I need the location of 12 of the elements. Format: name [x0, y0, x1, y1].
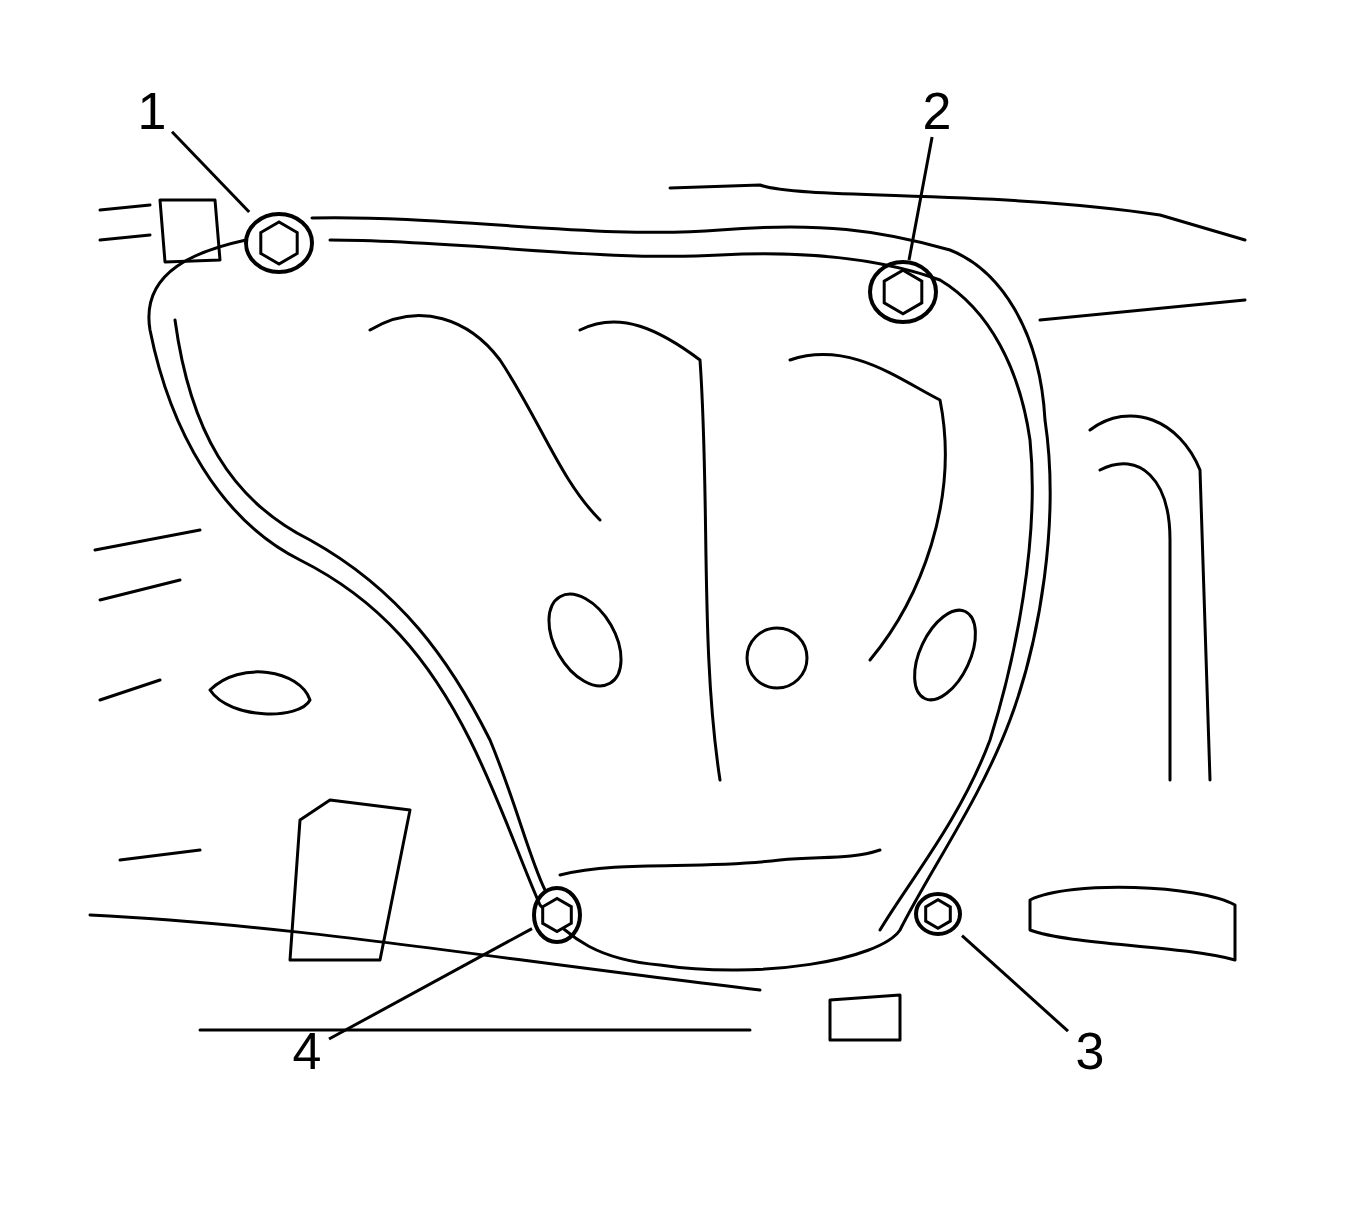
bolt-drawing — [244, 212, 314, 274]
callout-number: 4 — [285, 1025, 329, 1077]
callout-number: 1 — [132, 85, 172, 137]
leader-line — [170, 130, 251, 214]
leader-line — [907, 136, 934, 261]
callout-number: 3 — [1068, 1025, 1112, 1077]
bolt-drawing — [532, 886, 582, 944]
leader-line — [961, 934, 1069, 1033]
callout-number: 2 — [915, 85, 959, 137]
bolt-drawing — [868, 260, 938, 324]
bolt-drawing — [914, 892, 962, 936]
leader-line — [328, 927, 533, 1041]
